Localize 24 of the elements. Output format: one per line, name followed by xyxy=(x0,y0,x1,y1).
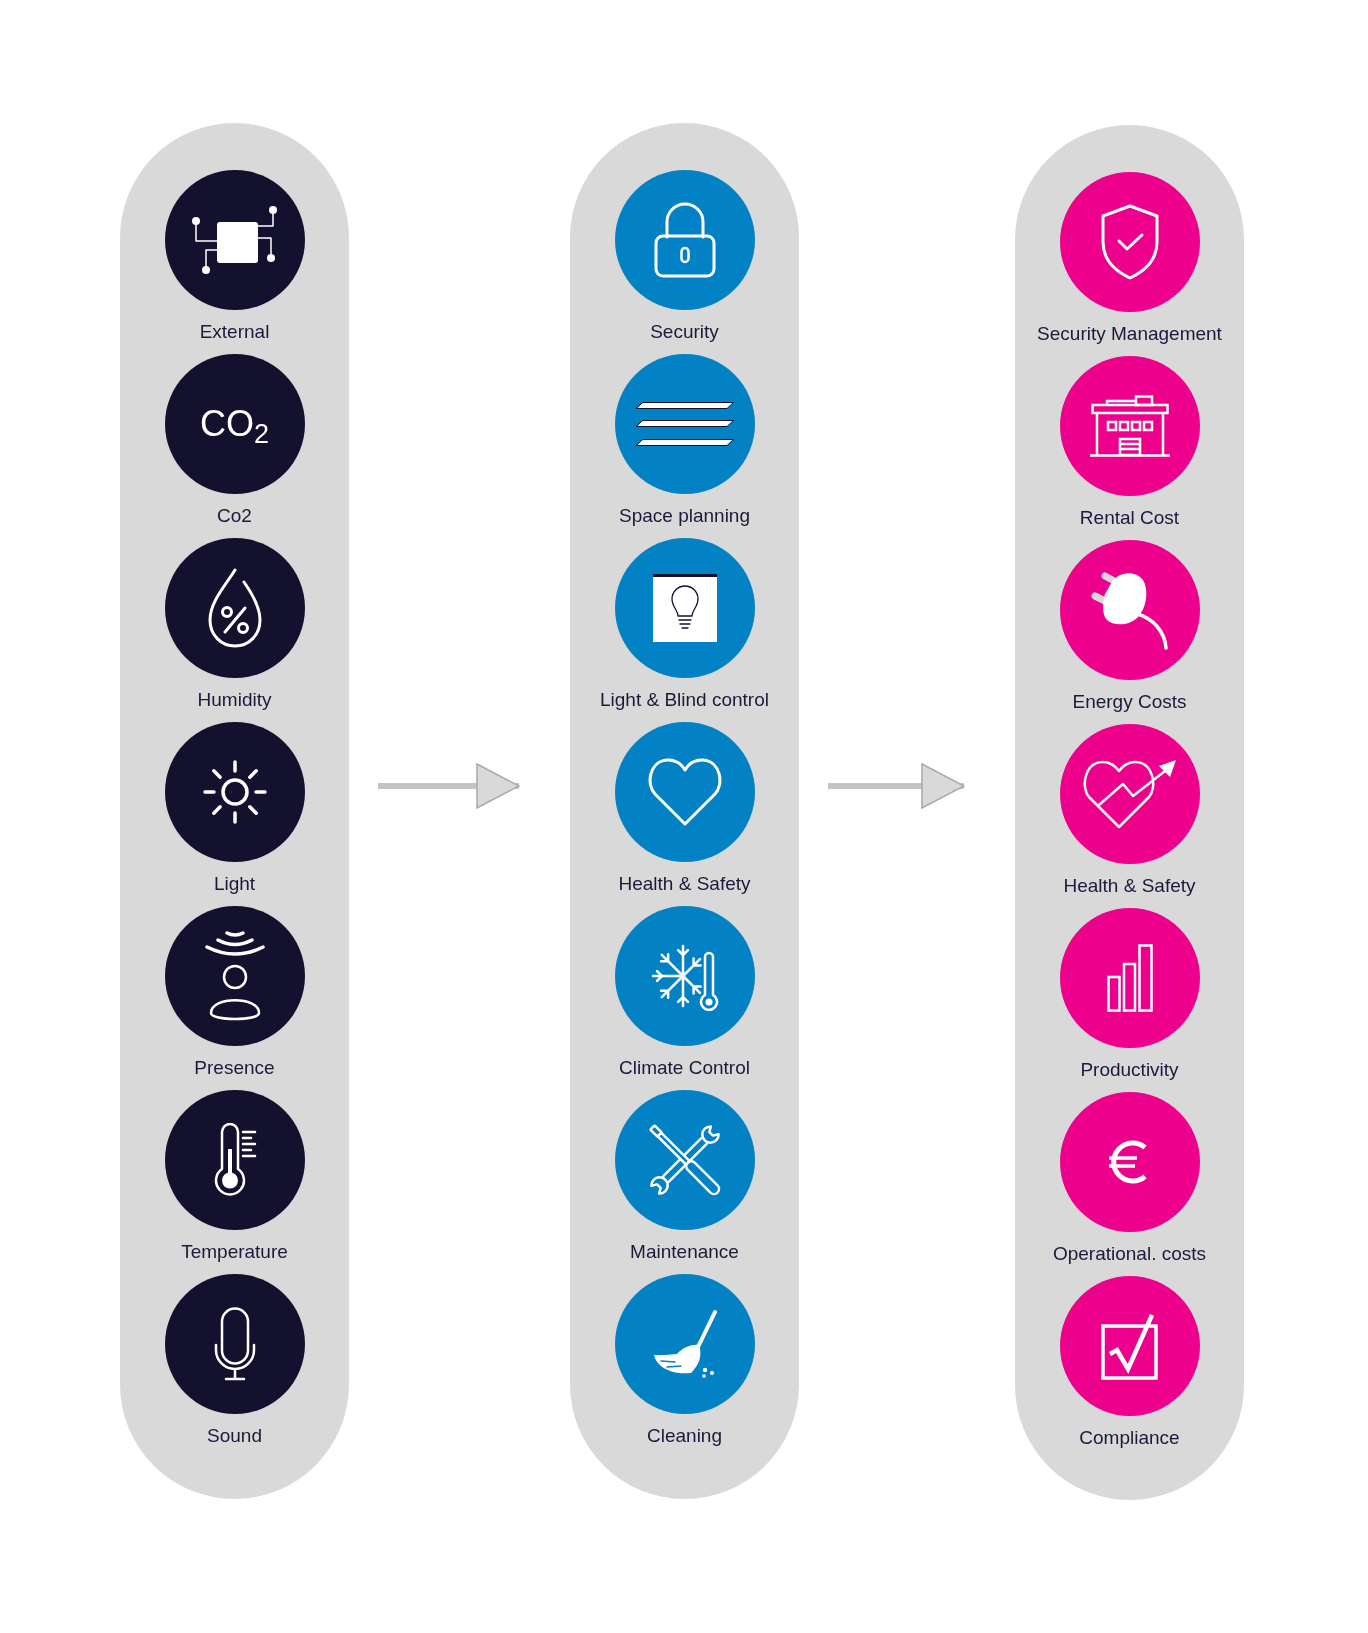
category-label: Security Management xyxy=(1037,322,1222,346)
icon-text: CO$_{2}$ xyxy=(200,406,269,442)
category-label: Security xyxy=(650,320,719,344)
category-label: Space planning xyxy=(619,504,750,528)
category-label: External xyxy=(199,320,270,344)
category-label: Health & Safety xyxy=(618,872,751,896)
category-label: Temperature xyxy=(181,1240,288,1264)
category-label: Light & Blind control xyxy=(600,688,769,712)
category-label: Productivity xyxy=(1080,1058,1179,1082)
arrow xyxy=(378,763,520,809)
category-label: Maintenance xyxy=(630,1240,739,1264)
category-label: Energy Costs xyxy=(1072,690,1187,714)
category-label: Health & Safety xyxy=(1063,874,1196,898)
category-label: Sound xyxy=(207,1424,262,1448)
category-label: Co2 xyxy=(217,504,252,528)
category-label: Compliance xyxy=(1079,1426,1180,1450)
category-label: Presence xyxy=(194,1056,275,1080)
category-label: Climate Control xyxy=(619,1056,750,1080)
category-label: Operational. costs xyxy=(1052,1242,1207,1266)
category-label: Rental Cost xyxy=(1079,506,1180,530)
category-label: Light xyxy=(213,872,256,896)
category-label: Humidity xyxy=(197,688,272,712)
arrow xyxy=(828,763,965,809)
category-label: Cleaning xyxy=(647,1424,722,1448)
